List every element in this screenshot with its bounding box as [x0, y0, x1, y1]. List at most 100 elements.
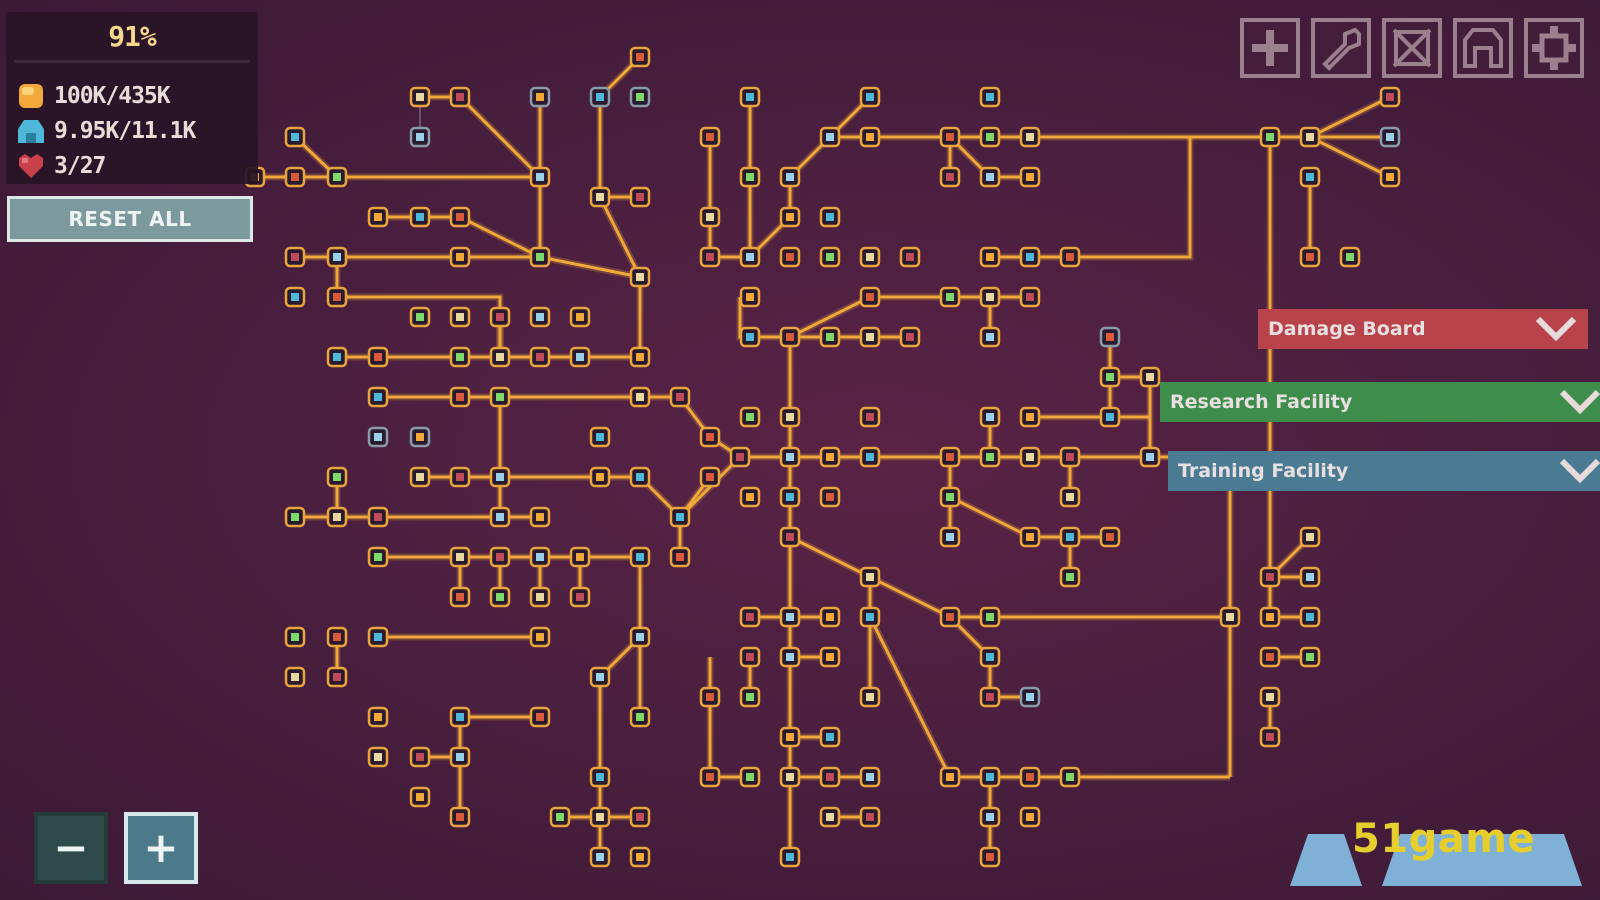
skill-node[interactable]	[629, 626, 651, 648]
skill-node[interactable]	[939, 606, 961, 628]
skill-node[interactable]	[629, 806, 651, 828]
skill-node[interactable]	[529, 586, 551, 608]
skill-node[interactable]	[529, 166, 551, 188]
skill-node[interactable]	[779, 246, 801, 268]
skill-node[interactable]	[819, 246, 841, 268]
skill-node[interactable]	[629, 466, 651, 488]
skill-node[interactable]	[326, 666, 348, 688]
skill-node[interactable]	[779, 486, 801, 508]
skill-node[interactable]	[729, 446, 751, 468]
skill-node[interactable]	[979, 846, 1001, 868]
skill-node[interactable]	[529, 86, 551, 108]
skill-node[interactable]	[589, 426, 611, 448]
skill-node[interactable]	[819, 206, 841, 228]
skill-node[interactable]	[569, 546, 591, 568]
skill-node[interactable]	[979, 166, 1001, 188]
skill-node[interactable]	[367, 506, 389, 528]
skill-node[interactable]	[629, 46, 651, 68]
skill-node[interactable]	[1019, 166, 1041, 188]
skill-node[interactable]	[699, 766, 721, 788]
skill-node[interactable]	[569, 346, 591, 368]
skill-node[interactable]	[739, 766, 761, 788]
skill-node[interactable]	[449, 806, 471, 828]
skill-node[interactable]	[367, 346, 389, 368]
skill-node[interactable]	[979, 86, 1001, 108]
skill-node[interactable]	[859, 286, 881, 308]
skill-node[interactable]	[739, 286, 761, 308]
skill-node[interactable]	[819, 766, 841, 788]
building-tool-button[interactable]	[1453, 18, 1513, 78]
skill-node[interactable]	[409, 306, 431, 328]
skill-node[interactable]	[939, 526, 961, 548]
skill-node[interactable]	[1379, 126, 1401, 148]
skill-node[interactable]	[589, 186, 611, 208]
skill-node[interactable]	[1019, 766, 1041, 788]
skill-node[interactable]	[1259, 606, 1281, 628]
research-facility-bar[interactable]: Research Facility	[1160, 382, 1600, 422]
skill-node[interactable]	[529, 546, 551, 568]
skill-node[interactable]	[979, 446, 1001, 468]
skill-node[interactable]	[939, 766, 961, 788]
skill-node[interactable]	[1019, 446, 1041, 468]
skill-node[interactable]	[449, 546, 471, 568]
skill-node[interactable]	[979, 406, 1001, 428]
skill-node[interactable]	[739, 246, 761, 268]
skill-node[interactable]	[859, 86, 881, 108]
skill-node[interactable]	[449, 206, 471, 228]
skill-node[interactable]	[1219, 606, 1241, 628]
skill-node[interactable]	[1059, 486, 1081, 508]
skill-node[interactable]	[779, 766, 801, 788]
skill-node[interactable]	[1019, 526, 1041, 548]
skill-node[interactable]	[1019, 806, 1041, 828]
skill-node[interactable]	[739, 166, 761, 188]
skill-node[interactable]	[939, 126, 961, 148]
skill-node[interactable]	[629, 266, 651, 288]
skill-node[interactable]	[367, 626, 389, 648]
skill-node[interactable]	[629, 846, 651, 868]
skill-node[interactable]	[779, 846, 801, 868]
skill-node[interactable]	[699, 466, 721, 488]
skill-node[interactable]	[449, 466, 471, 488]
skill-node[interactable]	[1299, 246, 1321, 268]
skill-node[interactable]	[284, 246, 306, 268]
skill-node[interactable]	[669, 386, 691, 408]
skill-node[interactable]	[489, 306, 511, 328]
skill-node[interactable]	[779, 606, 801, 628]
skill-node[interactable]	[1299, 646, 1321, 668]
skill-node[interactable]	[819, 486, 841, 508]
skill-node[interactable]	[1059, 446, 1081, 468]
skill-node[interactable]	[569, 586, 591, 608]
skill-node[interactable]	[284, 166, 306, 188]
skill-node[interactable]	[859, 766, 881, 788]
skill-node[interactable]	[1339, 246, 1361, 268]
skill-node[interactable]	[326, 626, 348, 648]
skill-node[interactable]	[1259, 566, 1281, 588]
skill-node[interactable]	[669, 506, 691, 528]
skill-node[interactable]	[409, 126, 431, 148]
skill-node[interactable]	[489, 506, 511, 528]
skill-node[interactable]	[529, 246, 551, 268]
skill-node[interactable]	[489, 346, 511, 368]
skill-node[interactable]	[629, 86, 651, 108]
skill-node[interactable]	[449, 306, 471, 328]
skill-node[interactable]	[779, 726, 801, 748]
skill-node[interactable]	[529, 346, 551, 368]
skill-node[interactable]	[367, 746, 389, 768]
skill-node[interactable]	[589, 806, 611, 828]
bottom-right-tab[interactable]	[1382, 834, 1582, 886]
skill-node[interactable]	[489, 466, 511, 488]
skill-node[interactable]	[1299, 126, 1321, 148]
skill-node[interactable]	[739, 686, 761, 708]
skill-node[interactable]	[409, 426, 431, 448]
skill-node[interactable]	[489, 546, 511, 568]
skill-node[interactable]	[409, 746, 431, 768]
skill-node[interactable]	[1019, 246, 1041, 268]
skill-node[interactable]	[629, 186, 651, 208]
skill-node[interactable]	[284, 506, 306, 528]
skill-node[interactable]	[1139, 366, 1161, 388]
skill-node[interactable]	[819, 726, 841, 748]
skill-node[interactable]	[1099, 526, 1121, 548]
skill-node[interactable]	[326, 506, 348, 528]
skill-node[interactable]	[1259, 686, 1281, 708]
